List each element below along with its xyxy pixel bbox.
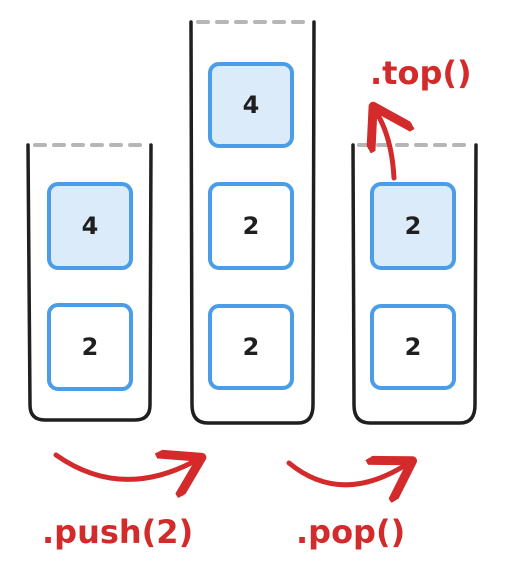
stack-box-value: 4 [243,91,260,119]
stack-box-value: 2 [82,333,99,361]
stack-box [208,182,294,270]
curved-arrow-right-icon [53,455,193,479]
stack-item: 2 [208,304,294,390]
stack-item: 2 [370,182,456,270]
stack-box [208,304,294,390]
pop-operation-label: .pop() [296,513,405,551]
stack-item: 2 [370,304,456,390]
stack-item: 2 [208,182,294,270]
stack-box-value: 2 [243,333,260,361]
stack-container [189,20,316,425]
stack-container [26,143,153,422]
stack-item: 4 [47,182,133,270]
stack-box-value: 2 [243,212,260,240]
stack-before-push: 4 2 [26,143,153,422]
stack-box [370,304,456,390]
curved-arrow-right-icon [286,463,404,485]
stack-box [47,303,133,391]
stack-container [351,143,478,425]
push-operation-label: .push(2) [42,513,193,551]
stack-box-value: 2 [405,333,422,361]
stack-box-highlight [47,182,133,270]
top-operation-label: .top() [370,54,472,92]
stack-after-push: 4 2 2 [189,20,316,425]
stack-item: 2 [47,303,133,391]
stack-box-highlight [370,182,456,270]
stack-item: 4 [208,62,294,148]
stack-after-pop: 2 2 [351,143,478,425]
stack-box-highlight [208,62,294,148]
curved-arrow-up-icon [378,115,394,181]
stack-box-value: 2 [405,212,422,240]
stack-box-value: 4 [82,212,99,240]
